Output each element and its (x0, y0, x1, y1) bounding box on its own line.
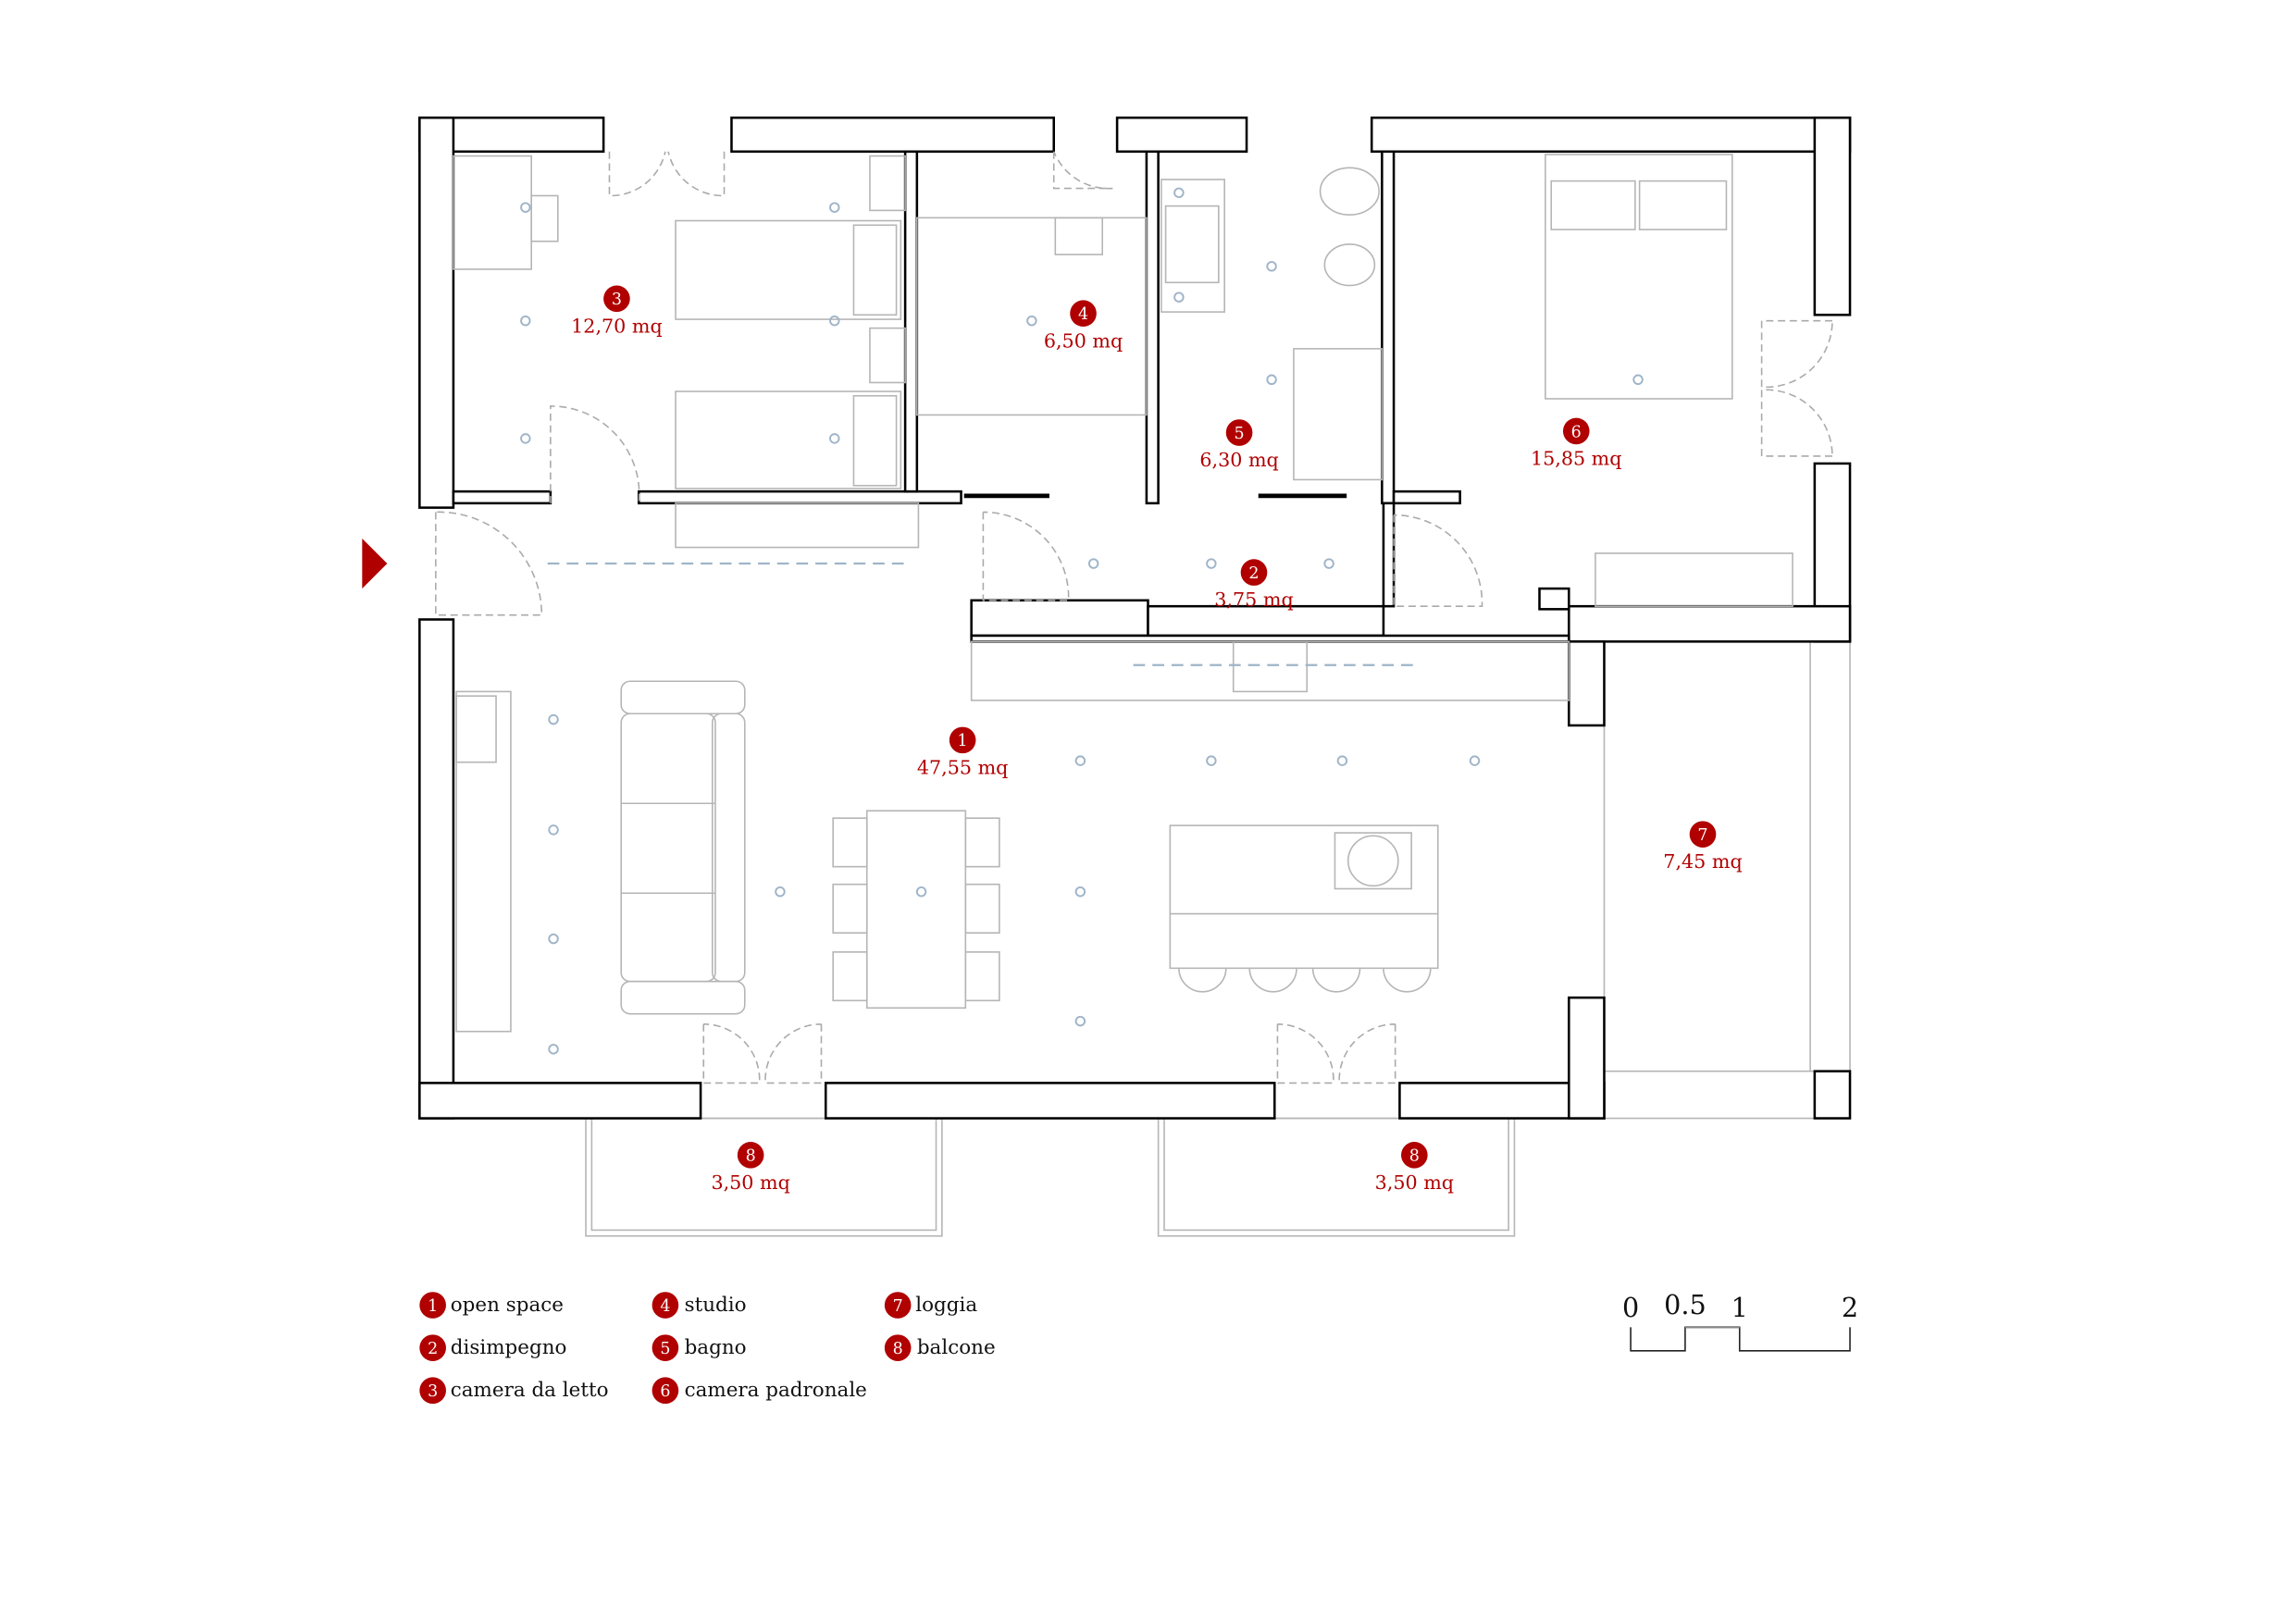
svg-text:8: 8 (893, 1340, 903, 1358)
entrance-arrow-icon (362, 539, 388, 589)
svg-text:2: 2 (1248, 564, 1259, 583)
legend-item: 1 open space (419, 1292, 564, 1319)
room-label-1: 1 47,55 mq (917, 726, 1009, 778)
ceiling-lights (520, 187, 1644, 1055)
room-label-8-left: 8 3,50 mq (711, 1142, 790, 1194)
svg-text:5: 5 (660, 1340, 670, 1358)
svg-text:3: 3 (612, 291, 622, 309)
doors (435, 151, 1833, 1084)
svg-text:47,55 mq: 47,55 mq (917, 756, 1009, 778)
legend-item: 4 studio (652, 1292, 747, 1319)
walls (418, 116, 1852, 1120)
loggia-outline (1603, 640, 1851, 1120)
legend-item: 8 balcone (884, 1334, 996, 1361)
svg-text:3,50 mq: 3,50 mq (1375, 1171, 1454, 1194)
svg-text:7: 7 (1697, 826, 1707, 845)
svg-text:6,50 mq: 6,50 mq (1044, 329, 1123, 352)
svg-text:0: 0 (1622, 1292, 1639, 1323)
svg-text:camera padronale: camera padronale (685, 1379, 867, 1402)
svg-text:studio: studio (685, 1294, 747, 1317)
svg-text:3: 3 (428, 1382, 438, 1401)
svg-text:balcone: balcone (917, 1336, 996, 1359)
legend-item: 7 loggia (884, 1292, 977, 1319)
furniture (453, 154, 1793, 1033)
svg-text:12,70 mq: 12,70 mq (571, 315, 663, 337)
svg-text:1: 1 (428, 1297, 438, 1316)
svg-text:8: 8 (746, 1147, 756, 1166)
svg-text:5: 5 (1235, 425, 1245, 443)
room-label-7: 7 7,45 mq (1663, 821, 1743, 873)
svg-text:4: 4 (660, 1297, 670, 1316)
legend-item: 2 disimpegno (419, 1334, 566, 1361)
svg-text:disimpegno: disimpegno (451, 1336, 567, 1359)
room-label-2: 2 3,75 mq (1214, 559, 1294, 611)
svg-text:6: 6 (1571, 423, 1582, 441)
legend-item: 6 camera padronale (652, 1377, 867, 1405)
legend-item: 3 camera da letto (419, 1377, 609, 1405)
room-label-5: 5 6,30 mq (1199, 419, 1279, 471)
svg-text:bagno: bagno (685, 1336, 747, 1359)
svg-text:loggia: loggia (915, 1294, 977, 1317)
svg-text:7,45 mq: 7,45 mq (1663, 850, 1742, 873)
svg-text:8: 8 (1409, 1147, 1420, 1166)
legend: 1 open space 2 disimpegno 3 camera da letto… (419, 1292, 996, 1405)
svg-text:3,50 mq: 3,50 mq (711, 1171, 789, 1194)
svg-text:camera da letto: camera da letto (451, 1379, 609, 1402)
balcony-left (585, 1117, 943, 1237)
legend-item: 5 bagno (652, 1334, 747, 1361)
svg-text:15,85 mq: 15,85 mq (1531, 448, 1622, 470)
svg-text:2: 2 (1842, 1292, 1858, 1323)
svg-text:6: 6 (660, 1382, 670, 1401)
svg-text:7: 7 (893, 1297, 903, 1316)
balcony-right (1157, 1117, 1516, 1237)
svg-text:6,30 mq: 6,30 mq (1199, 449, 1278, 471)
room-label-6: 6 15,85 mq (1531, 417, 1622, 470)
svg-text:1: 1 (958, 732, 968, 750)
svg-text:3,75 mq: 3,75 mq (1214, 588, 1293, 611)
svg-text:open space: open space (451, 1294, 564, 1317)
svg-text:2: 2 (428, 1340, 438, 1358)
room-label-8-right: 8 3,50 mq (1375, 1142, 1454, 1194)
scale-bar: 0 0.5 1 2 (1622, 1289, 1858, 1352)
svg-text:0.5: 0.5 (1664, 1289, 1706, 1320)
room-label-3: 3 12,70 mq (571, 285, 663, 337)
svg-text:1: 1 (1731, 1292, 1748, 1323)
room-label-4: 4 6,50 mq (1044, 300, 1123, 352)
svg-text:4: 4 (1078, 305, 1088, 324)
